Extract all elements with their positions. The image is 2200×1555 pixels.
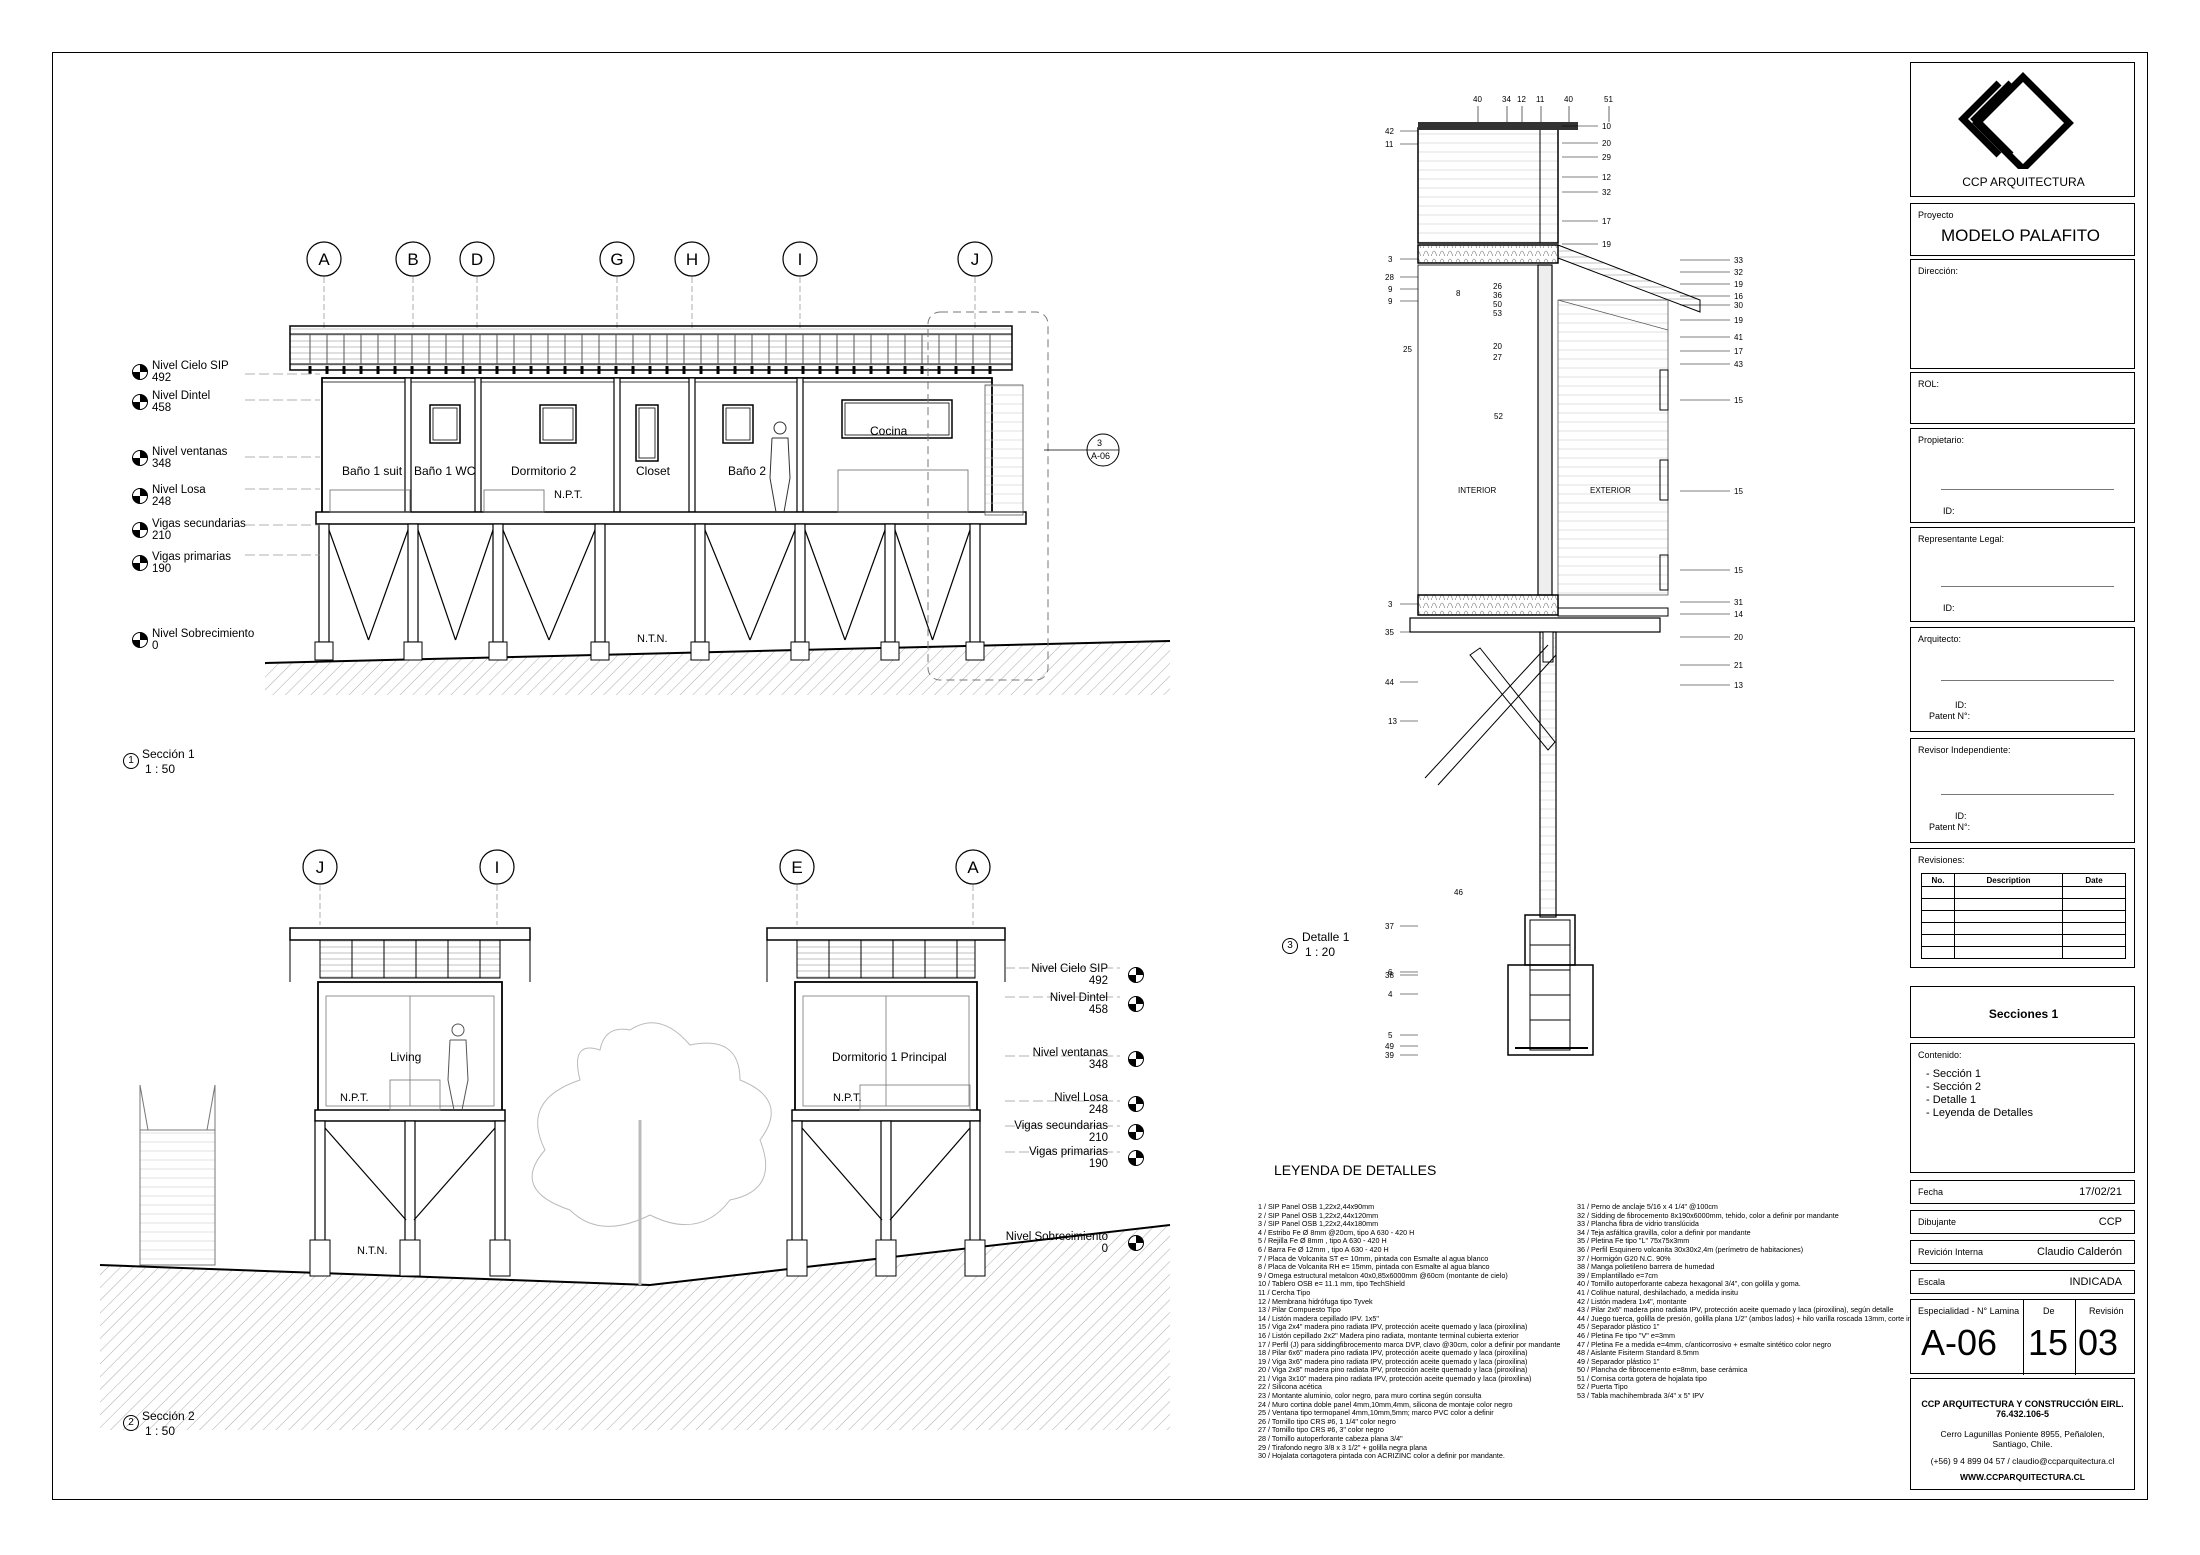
company-website[interactable]: WWW.CCPARQUITECTURA.CL: [1960, 1472, 2085, 1482]
company-box: CCP ARQUITECTURA Y CONSTRUCCIÓN EIRL. 76…: [1910, 1378, 2135, 1490]
contents-box: Contenido: - Sección 1 - Sección 2 - Det…: [1910, 1043, 2135, 1173]
table-header: No.: [1921, 873, 1955, 887]
field-label: Revisor Independiente:: [1918, 745, 2011, 755]
company-address: Cerro Lagunillas Poniente 8955, Peñalole…: [1940, 1429, 2105, 1439]
grid-bubble: [674, 241, 710, 277]
logo-box: CCP ARQUITECTURA: [1910, 62, 2135, 197]
internal-review-value: Claudio Calderón: [2037, 1246, 2122, 1258]
sheet-number-box: Especialidad - N° Lamina A-06 De 15 Revi…: [1910, 1299, 2135, 1375]
company-address: Santiago, Chile.: [1992, 1439, 2053, 1449]
field-label: Revición Interna: [1918, 1247, 1984, 1257]
field-label: Dibujante: [1918, 1217, 1957, 1227]
field-label: Dirección:: [1918, 266, 1959, 276]
grid-bubble: [302, 849, 338, 885]
company-contact: (+56) 9 4 899 04 57 / claudio@ccparquite…: [1930, 1456, 2115, 1466]
brand-name: CCP ARQUITECTURA: [1962, 175, 2085, 189]
contents-item: - Detalle 1: [1926, 1094, 1977, 1106]
scale-value: INDICADA: [2069, 1276, 2122, 1288]
grid-label: I: [495, 858, 500, 877]
grid-bubble: [306, 241, 342, 277]
field-label: Revisión: [2089, 1306, 2124, 1316]
field-label: De: [2043, 1306, 2055, 1316]
address-box: Dirección:: [1910, 259, 2135, 369]
field-label: Patent N°:: [1929, 711, 1971, 721]
company-rut: 76.432.106-5: [1995, 1409, 2050, 1419]
grid-label: G: [610, 250, 623, 269]
revisions-box: Revisiones: No. Description Date: [1910, 848, 2135, 968]
grid-bubble: [782, 241, 818, 277]
sheet-title: Secciones 1: [1988, 1007, 2059, 1021]
project-box: Proyecto MODELO PALAFITO: [1910, 203, 2135, 256]
owner-box: Propietario: ID:: [1910, 428, 2135, 523]
grid-label: I: [798, 250, 803, 269]
field-label: ID:: [1955, 700, 1967, 710]
grid-label: B: [407, 250, 418, 269]
drafter-value: CCP: [2098, 1216, 2122, 1228]
rol-box: ROL:: [1910, 372, 2135, 424]
sheet-number: A-06: [1921, 1322, 1998, 1363]
grid-bubble: [779, 849, 815, 885]
internal-review-row: Revición Interna Claudio Calderón: [1910, 1240, 2135, 1264]
field-label: Fecha: [1918, 1187, 1944, 1197]
field-label: Especialidad - N° Lamina: [1918, 1306, 2020, 1316]
total-sheets: 15: [2028, 1322, 2069, 1363]
table-header: Date: [2062, 873, 2126, 887]
detail-1-drawing: [1400, 106, 1730, 1056]
field-label: Patent N°:: [1929, 822, 1971, 832]
field-label: ID:: [1943, 506, 1955, 516]
grid-bubble: [395, 241, 431, 277]
grid-bubble: [599, 241, 635, 277]
grid-label: A: [967, 858, 979, 877]
ccp-logo-icon: [1958, 72, 2074, 169]
contents-item: - Sección 1: [1926, 1068, 1982, 1080]
field-label: Representante Legal:: [1918, 534, 2005, 544]
field-label: ID:: [1943, 603, 1955, 613]
grid-bubble: [479, 849, 515, 885]
field-label: ID:: [1955, 811, 1967, 821]
grid-label: J: [971, 250, 980, 269]
scale-row: Escala INDICADA: [1910, 1270, 2135, 1294]
drafter-row: Dibujante CCP: [1910, 1210, 2135, 1234]
field-label: Contenido:: [1918, 1050, 1962, 1060]
grid-label: D: [471, 250, 483, 269]
date-row: Fecha 17/02/21: [1910, 1180, 2135, 1204]
table-header: Description: [1954, 873, 2063, 887]
grid-label: E: [791, 858, 802, 877]
contents-item: - Sección 2: [1926, 1081, 1982, 1093]
grid-bubble: [955, 849, 991, 885]
field-label: Proyecto: [1918, 210, 1954, 220]
field-label: ROL:: [1918, 379, 1940, 389]
legal-rep-box: Representante Legal: ID:: [1910, 527, 2135, 622]
grid-label: A: [318, 250, 330, 269]
grid-bubble: [957, 241, 993, 277]
date-value: 17/02/21: [2079, 1186, 2122, 1198]
reviewer-box: Revisor Independiente: ID: Patent N°:: [1910, 738, 2135, 843]
field-label: Revisiones:: [1918, 855, 1965, 865]
sheet-title-box: Secciones 1: [1910, 986, 2135, 1038]
field-label: Propietario:: [1918, 435, 1965, 445]
company-name: CCP ARQUITECTURA Y CONSTRUCCIÓN EIRL.: [1921, 1399, 2124, 1409]
revisions-table: No. Description Date: [1921, 873, 2126, 959]
revision-number: 03: [2078, 1322, 2119, 1363]
project-name: MODELO PALAFITO: [1941, 226, 2101, 245]
field-label: Escala: [1918, 1277, 1946, 1287]
contents-item: - Leyenda de Detalles: [1926, 1107, 2034, 1119]
field-label: Arquitecto:: [1918, 634, 1962, 644]
grid-label: J: [316, 858, 325, 877]
architect-box: Arquitecto: ID: Patent N°:: [1910, 627, 2135, 732]
grid-label: H: [686, 250, 698, 269]
drawing-sheet-border: [52, 52, 2148, 1500]
grid-bubble: [459, 241, 495, 277]
drawing-area: A B D G H I J J I E A: [99, 106, 1730, 1430]
